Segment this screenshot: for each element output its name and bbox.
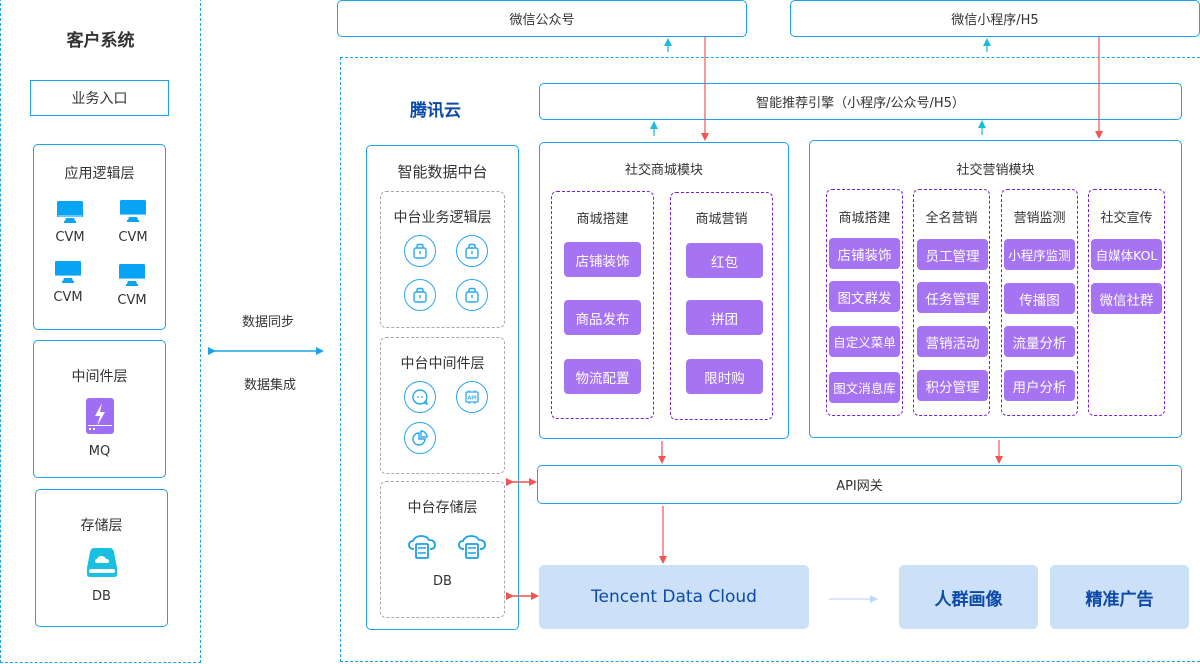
feature-pill[interactable]: 营销活动: [917, 326, 988, 357]
wechat-mini-program-box[interactable]: 微信小程序/H5: [790, 0, 1200, 37]
svg-text:API: API: [467, 396, 477, 402]
mq-label: MQ: [88, 444, 111, 459]
wechat-official-account-box[interactable]: 微信公众号: [337, 0, 747, 37]
cvm-label: CVM: [53, 290, 83, 305]
monitor-icon: [120, 200, 146, 222]
platform-business-layer-title: 中台业务逻辑层: [393, 210, 492, 226]
marketing-group[interactable]: 社交宣传: [1088, 189, 1165, 416]
precise-ads-block[interactable]: 精准广告: [1050, 565, 1189, 629]
feature-pill[interactable]: 店铺装饰: [829, 238, 900, 269]
cvm-label: CVM: [117, 293, 147, 308]
feature-pill[interactable]: 积分管理: [917, 370, 988, 401]
cvm-node[interactable]: CVM: [112, 263, 152, 308]
cloud-server-icon: [408, 535, 436, 563]
mall-group-title: 商城搭建: [576, 212, 629, 227]
marketing-group-title: 全名营销: [925, 211, 978, 226]
social-marketing-module-title: 社交营销模块: [956, 163, 1035, 178]
feature-pill[interactable]: 传播图: [1004, 283, 1075, 314]
bag-icon: [456, 235, 488, 267]
marketing-group[interactable]: 商城搭建: [826, 189, 903, 416]
cloud-server-icon: [458, 535, 486, 563]
monitor-icon: [119, 264, 145, 286]
feature-pill[interactable]: 小程序监测: [1004, 239, 1075, 270]
middleware-layer-title: 中间件层: [71, 369, 128, 385]
marketing-group[interactable]: 营销监测: [1001, 189, 1078, 416]
customer-system-title: 客户系统: [66, 31, 135, 51]
chat-icon: [404, 381, 436, 413]
middleware-layer[interactable]: 中间件层 MQ: [33, 340, 166, 478]
app-logic-layer-title: 应用逻辑层: [64, 166, 135, 182]
crowd-profile-block[interactable]: 人群画像: [899, 565, 1038, 629]
db-label: DB: [92, 589, 111, 604]
feature-pill[interactable]: 限时购: [686, 359, 763, 394]
cvm-node[interactable]: CVM: [50, 200, 90, 245]
tencent-cloud-title: 腾讯云: [410, 101, 461, 121]
monitor-icon: [55, 261, 81, 283]
feature-pill[interactable]: 红包: [686, 243, 763, 278]
platform-storage-layer[interactable]: 中台存储层: [380, 481, 505, 618]
mall-group[interactable]: 商城搭建: [551, 191, 654, 419]
platform-db-label: DB: [433, 574, 452, 589]
feature-pill[interactable]: 任务管理: [917, 282, 988, 313]
app-logic-layer[interactable]: 应用逻辑层: [33, 144, 166, 330]
tencent-data-cloud-block[interactable]: Tencent Data Cloud: [539, 565, 809, 629]
feature-pill[interactable]: 用户分析: [1004, 370, 1075, 401]
marketing-group-title: 营销监测: [1013, 211, 1066, 226]
bag-icon: [456, 279, 488, 311]
tencent-cloud-container: [340, 57, 1200, 662]
marketing-group[interactable]: 全名营销: [913, 189, 990, 416]
platform-middleware-layer-title: 中台中间件层: [400, 356, 485, 372]
mall-group[interactable]: 商城营销: [670, 192, 773, 420]
cloud-disk-icon: [86, 548, 117, 577]
platform-middleware-layer[interactable]: 中台中间件层: [380, 337, 505, 474]
marketing-group-title: 商城搭建: [838, 211, 891, 226]
feature-pill[interactable]: 图文群发: [829, 281, 900, 312]
feature-pill[interactable]: 自媒体KOL: [1091, 239, 1162, 270]
customer-system-container: [0, 0, 201, 663]
data-sync-label: 数据同步: [241, 315, 294, 330]
feature-pill[interactable]: 商品发布: [564, 300, 641, 335]
social-mall-module-title: 社交商城模块: [624, 163, 703, 178]
storage-layer-title: 存储层: [80, 518, 123, 534]
bag-icon: [404, 279, 436, 311]
platform-business-layer[interactable]: 中台业务逻辑层: [380, 191, 505, 328]
monitor-icon: [57, 201, 83, 223]
mall-group-title: 商城营销: [695, 212, 748, 227]
smart-data-platform[interactable]: 智能数据中台: [366, 145, 519, 630]
feature-pill[interactable]: 员工管理: [917, 239, 988, 270]
feature-pill[interactable]: 微信社群: [1091, 283, 1162, 314]
cvm-node[interactable]: CVM: [113, 199, 153, 245]
marketing-group-title: 社交宣传: [1100, 211, 1153, 226]
recommend-engine-box[interactable]: 智能推荐引擎（小程序/公众号/H5）: [539, 83, 1182, 120]
pie-chart-icon: [404, 422, 436, 454]
storage-layer[interactable]: 存储层 DB: [35, 489, 168, 627]
feature-pill[interactable]: 店铺装饰: [564, 242, 641, 277]
cvm-label: CVM: [118, 230, 148, 245]
platform-storage-layer-title: 中台存储层: [407, 500, 478, 516]
business-entry-box[interactable]: 业务入口: [30, 80, 169, 116]
feature-pill[interactable]: 物流配置: [564, 359, 641, 394]
message-queue-icon: [85, 398, 114, 434]
data-integration-label: 数据集成: [243, 378, 296, 393]
feature-pill[interactable]: 拼团: [686, 300, 763, 335]
bag-icon: [404, 235, 436, 267]
api-icon: API: [456, 381, 488, 413]
api-gateway-box[interactable]: API网关: [537, 465, 1182, 504]
feature-pill[interactable]: 流量分析: [1004, 326, 1075, 357]
cvm-label: CVM: [55, 230, 85, 245]
cvm-node[interactable]: CVM: [48, 260, 88, 305]
smart-data-platform-title: 智能数据中台: [397, 163, 488, 181]
feature-pill[interactable]: 图文消息库: [829, 372, 900, 403]
feature-pill[interactable]: 自定义菜单: [829, 326, 900, 357]
